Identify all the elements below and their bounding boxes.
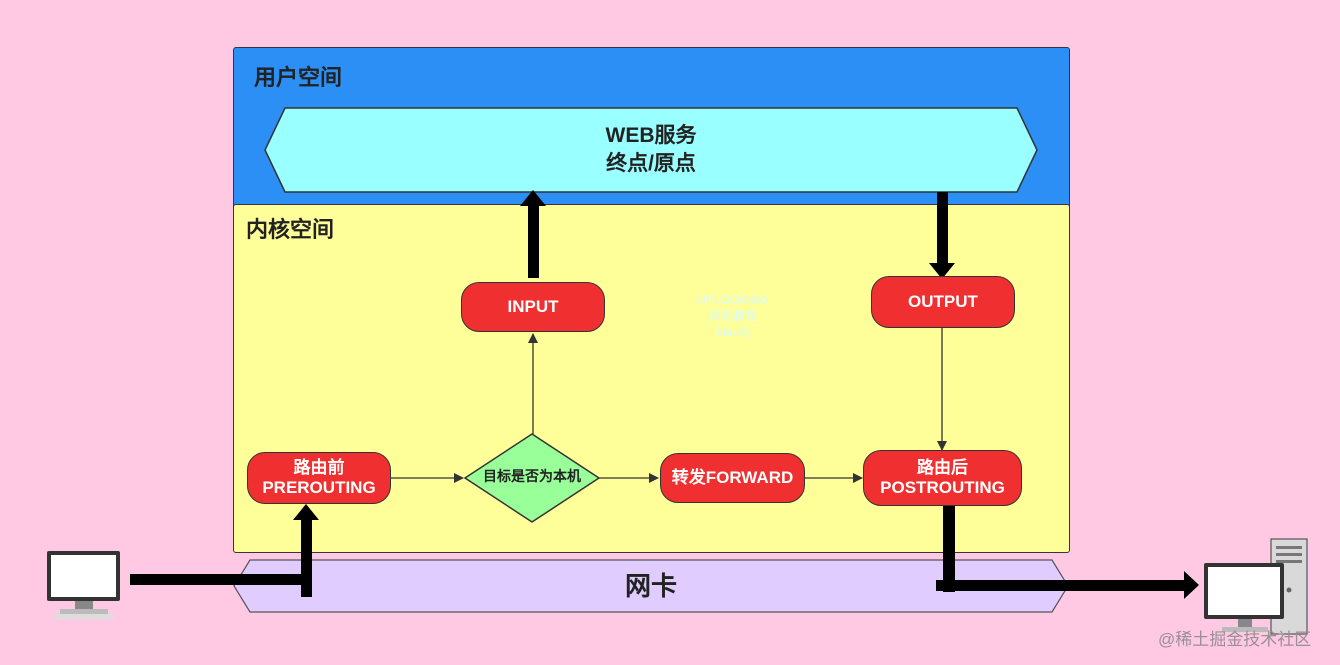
prerouting-line1: 路由前 [293, 458, 345, 477]
faint-watermark-line1: UPLOOKING [697, 293, 769, 307]
forward-node: 转发FORWARD [660, 453, 805, 503]
web-service-box [264, 107, 1038, 193]
footer-watermark: @稀土掘金技术社区 [1158, 630, 1312, 649]
decision-diamond [463, 433, 601, 523]
faint-watermark: UPLOOKING 尚观教育 Xiao马 [666, 292, 800, 340]
web-service-label: WEB服务 终点/原点 [265, 112, 1037, 188]
web-service-line1: WEB服务 [605, 124, 697, 147]
thick-arrow-outgoing-horizontal [936, 580, 1188, 591]
thick-arrow-output-head [929, 263, 955, 279]
thick-arrow-input-shaft [528, 202, 539, 278]
desktop-tower-icon [1204, 538, 1308, 635]
input-node-label: INPUT [507, 297, 559, 316]
thick-arrow-incoming-horizontal [130, 574, 308, 585]
postrouting-line1: 路由后 [917, 458, 968, 477]
input-node: INPUT [461, 282, 605, 332]
thick-arrow-outgoing-vertical [943, 504, 955, 592]
faint-watermark-line3: Xiao马 [714, 325, 752, 339]
nic-label: 网卡 [624, 571, 677, 601]
thick-arrow-incoming-vertical [301, 518, 312, 597]
output-node: OUTPUT [871, 276, 1015, 328]
forward-node-label: 转发FORWARD [671, 468, 794, 487]
decision-label: 目标是否为本机 [483, 468, 581, 484]
output-node-label: OUTPUT [908, 292, 978, 311]
postrouting-node: 路由后 POSTROUTING [863, 450, 1022, 506]
kernel-space-title: 内核空间 [246, 217, 335, 242]
thick-arrow-outgoing-head [1184, 571, 1199, 599]
faint-watermark-line2: 尚观教育 [708, 309, 757, 323]
prerouting-line2: PREROUTING [262, 478, 376, 497]
postrouting-line2: POSTROUTING [880, 478, 1005, 497]
user-space-title: 用户空间 [254, 65, 343, 90]
thick-arrow-incoming-head [293, 504, 319, 520]
web-service-line2: 终点/原点 [606, 152, 696, 175]
prerouting-node: 路由前 PREROUTING [247, 452, 391, 504]
nic-box [233, 559, 1069, 613]
thick-arrow-input-head [520, 190, 546, 206]
computer-monitor-icon [47, 551, 120, 619]
thick-arrow-output-shaft [937, 192, 948, 266]
